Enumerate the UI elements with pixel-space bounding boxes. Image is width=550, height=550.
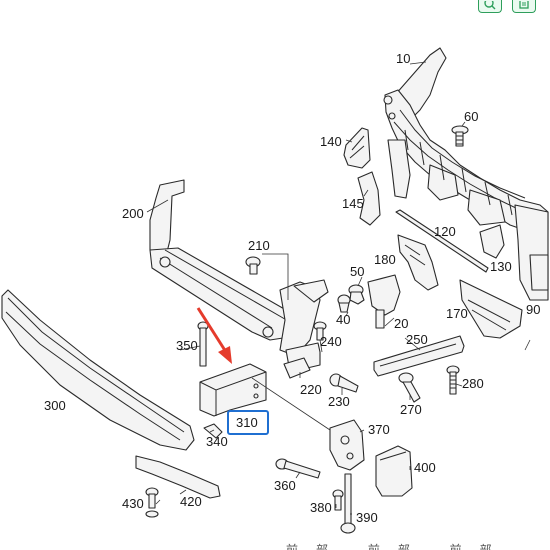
label-230: 230 bbox=[328, 394, 350, 409]
part-90-bracket bbox=[367, 274, 401, 329]
part-10-front-frame bbox=[383, 47, 549, 301]
label-310: 310 bbox=[236, 415, 258, 430]
label-60: 60 bbox=[464, 109, 478, 124]
zoom-button[interactable] bbox=[478, 0, 502, 13]
footer-cut-text: 前部 前部 前部 bbox=[286, 542, 510, 550]
label-350: 350 bbox=[176, 338, 198, 353]
part-250-beam bbox=[373, 335, 465, 377]
label-170: 170 bbox=[446, 306, 468, 321]
part-350-long-bolt bbox=[197, 321, 209, 367]
part-280-bolt bbox=[446, 365, 460, 395]
label-240: 240 bbox=[320, 334, 342, 349]
label-340: 340 bbox=[206, 434, 228, 449]
leader-lines bbox=[146, 61, 531, 515]
part-300-bumper-beam bbox=[1, 289, 195, 451]
part-210-bolt bbox=[245, 256, 261, 275]
part-labels: 10 60 140 145 200 120 210 180 130 50 40 … bbox=[44, 51, 540, 525]
part-bolt-under-210 bbox=[313, 321, 327, 341]
part-420-absorber bbox=[135, 455, 221, 499]
part-170-panel bbox=[459, 279, 523, 339]
label-390: 390 bbox=[356, 510, 378, 525]
label-220: 220 bbox=[300, 382, 322, 397]
label-420: 420 bbox=[180, 494, 202, 509]
label-430: 430 bbox=[122, 496, 144, 511]
label-120: 120 bbox=[434, 224, 456, 239]
label-10: 10 bbox=[396, 51, 410, 66]
label-280: 280 bbox=[462, 376, 484, 391]
part-120-rod bbox=[395, 209, 489, 273]
label-270: 270 bbox=[400, 402, 422, 417]
red-arrow-indicator bbox=[196, 307, 232, 364]
label-370: 370 bbox=[368, 422, 390, 437]
part-360-bolt bbox=[275, 458, 321, 479]
label-210: 210 bbox=[248, 238, 270, 253]
part-220-clip bbox=[283, 357, 311, 379]
part-310-bracket bbox=[199, 363, 267, 417]
label-90: 90 bbox=[526, 302, 540, 317]
part-380-bolt bbox=[332, 489, 344, 511]
part-230-bolt bbox=[329, 373, 359, 393]
label-300: 300 bbox=[44, 398, 66, 413]
highlight-box-310 bbox=[227, 410, 269, 435]
part-180-bracket bbox=[397, 234, 439, 291]
label-145: 145 bbox=[342, 196, 364, 211]
label-20: 20 bbox=[394, 316, 408, 331]
part-370-bracket bbox=[329, 419, 365, 471]
part-390-long-bolt bbox=[340, 473, 356, 534]
label-400: 400 bbox=[414, 460, 436, 475]
part-340-clip bbox=[203, 423, 223, 439]
part-400-cover bbox=[375, 445, 413, 497]
label-200: 200 bbox=[122, 206, 144, 221]
label-360: 360 bbox=[274, 478, 296, 493]
part-270-bolt bbox=[398, 372, 421, 403]
part-50-bolt bbox=[348, 284, 365, 305]
part-140-bracket bbox=[343, 127, 371, 169]
copy-button[interactable] bbox=[512, 0, 536, 13]
label-180: 180 bbox=[374, 252, 396, 267]
label-130: 130 bbox=[490, 259, 512, 274]
label-40: 40 bbox=[336, 312, 350, 327]
label-380: 380 bbox=[310, 500, 332, 515]
copy-icon bbox=[519, 0, 529, 9]
part-430-bolt bbox=[145, 487, 159, 518]
part-200-cross-member bbox=[149, 179, 329, 357]
part-145-bracket bbox=[357, 171, 381, 226]
part-130-bracket bbox=[479, 224, 505, 259]
part-40-bolt bbox=[337, 294, 351, 313]
label-250: 250 bbox=[406, 332, 428, 347]
part-60-bolt bbox=[451, 125, 469, 147]
zoom-icon bbox=[484, 0, 496, 10]
label-140: 140 bbox=[320, 134, 342, 149]
label-50: 50 bbox=[350, 264, 364, 279]
